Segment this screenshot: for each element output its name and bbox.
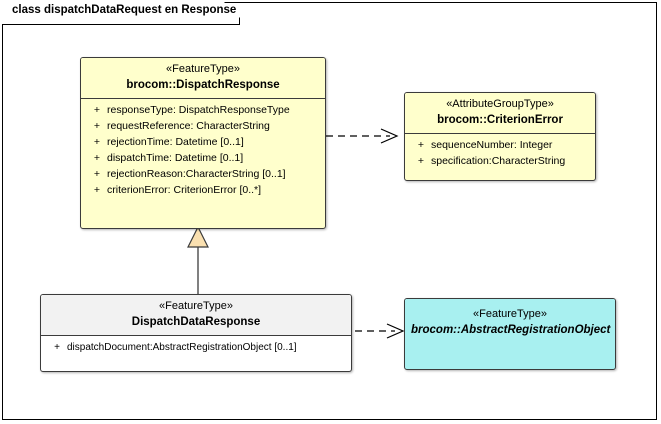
attribute-visibility: + <box>54 342 60 354</box>
attribute-text: requestReference: CharacterString <box>107 120 270 133</box>
class-name: brocom::DispatchResponse <box>126 79 280 92</box>
diagram-title: class dispatchDataRequest en Response <box>12 4 237 16</box>
attribute-visibility: + <box>93 136 101 149</box>
attribute-text: rejectionReason:CharacterString [0..1] <box>107 168 286 181</box>
attribute-visibility: + <box>93 168 101 181</box>
class-stereotype: «FeatureType» <box>166 63 240 75</box>
attribute-visibility: + <box>93 104 101 117</box>
attribute-row: + requestReference: CharacterString <box>81 119 325 135</box>
attribute-text: dispatchDocument:AbstractRegistrationObj… <box>67 342 297 354</box>
attribute-visibility: + <box>417 139 425 152</box>
attribute-text: criterionError: CriterionError [0..*] <box>107 184 262 197</box>
class-box-criterion-error[interactable]: «AttributeGroupType» brocom::CriterionEr… <box>404 92 596 181</box>
class-header-abstract-registration-object: «FeatureType» brocom::AbstractRegistrati… <box>405 299 615 344</box>
class-name: brocom::AbstractRegistrationObject <box>411 324 611 337</box>
class-header-dispatch-data-response: «FeatureType» DispatchDataResponse <box>41 295 351 336</box>
class-header-dispatch-response: «FeatureType» brocom::DispatchResponse <box>81 58 325 99</box>
attribute-text: specification:CharacterString <box>431 155 566 168</box>
attribute-text: dispatchTime: Datetime [0..1] <box>107 152 244 165</box>
attribute-row: + dispatchDocument:AbstractRegistrationO… <box>41 340 351 355</box>
class-name: brocom::CriterionError <box>437 114 563 127</box>
attribute-row: + specification:CharacterString <box>405 154 595 170</box>
class-box-dispatch-response[interactable]: «FeatureType» brocom::DispatchResponse +… <box>80 57 326 229</box>
attribute-row: + rejectionTime: Datetime [0..1] <box>81 135 325 151</box>
attribute-row: + criterionError: CriterionError [0..*] <box>81 183 325 199</box>
attribute-visibility: + <box>93 152 101 165</box>
attribute-text: rejectionTime: Datetime [0..1] <box>107 136 244 149</box>
attribute-row: + dispatchTime: Datetime [0..1] <box>81 151 325 167</box>
attribute-text: sequenceNumber: Integer <box>431 139 553 152</box>
class-box-abstract-registration-object[interactable]: «FeatureType» brocom::AbstractRegistrati… <box>404 298 616 370</box>
attribute-visibility: + <box>93 120 101 133</box>
class-header-criterion-error: «AttributeGroupType» brocom::CriterionEr… <box>405 93 595 134</box>
class-stereotype: «FeatureType» <box>473 308 547 320</box>
attribute-text: responseType: DispatchResponseType <box>107 104 290 117</box>
class-box-dispatch-data-response[interactable]: «FeatureType» DispatchDataResponse + dis… <box>40 294 352 372</box>
diagram-frame <box>2 2 657 420</box>
attribute-visibility: + <box>93 184 101 197</box>
attribute-row: + sequenceNumber: Integer <box>405 138 595 154</box>
attribute-visibility: + <box>417 155 425 168</box>
attribute-compartment-dispatch-response: + responseType: DispatchResponseType + r… <box>81 98 325 205</box>
class-stereotype: «FeatureType» <box>159 300 233 312</box>
attribute-row: + responseType: DispatchResponseType <box>81 103 325 119</box>
class-name: DispatchDataResponse <box>131 316 261 329</box>
attribute-compartment-criterion-error: + sequenceNumber: Integer + specificatio… <box>405 133 595 176</box>
class-stereotype: «AttributeGroupType» <box>446 98 554 110</box>
attribute-row: + rejectionReason:CharacterString [0..1] <box>81 167 325 183</box>
attribute-compartment-dispatch-data-response: + dispatchDocument:AbstractRegistrationO… <box>41 335 351 361</box>
